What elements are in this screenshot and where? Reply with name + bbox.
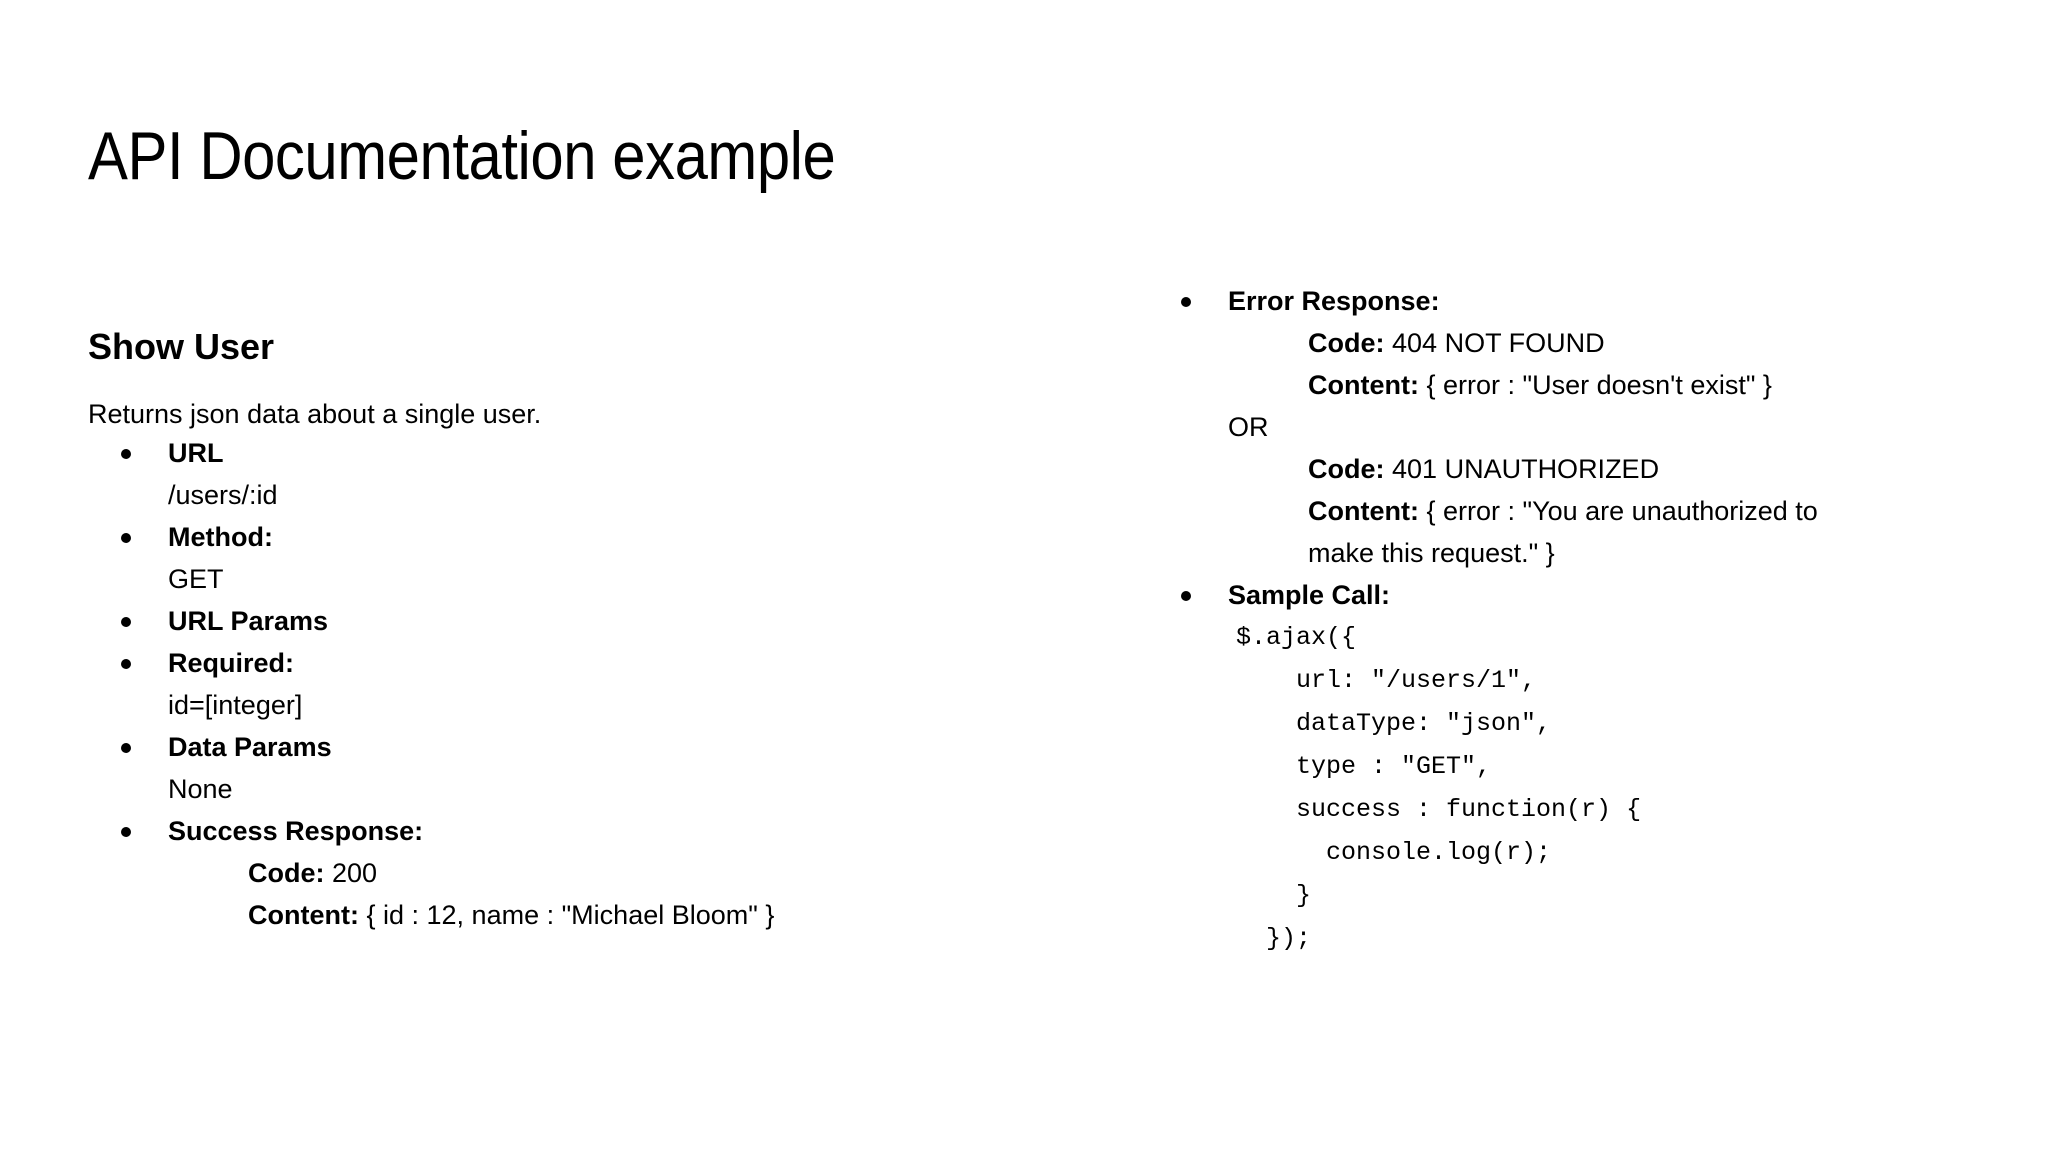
endpoint-detail-list: URL /users/:id Method: GET URL Params Re… <box>88 432 1028 936</box>
left-column: Show User Returns json data about a sing… <box>88 325 1028 936</box>
endpoint-description: Returns json data about a single user. <box>88 398 542 429</box>
list-item-label: URL <box>168 438 224 468</box>
list-item-value-method: GET <box>168 564 224 594</box>
response-detail-list: Error Response: Code: 404 NOT FOUND Cont… <box>1148 280 1978 960</box>
content-label: Content: <box>248 900 359 930</box>
code-label: Code: <box>248 858 325 888</box>
bullet-icon <box>121 533 131 543</box>
error-401-content-continued: make this request." } <box>1308 538 1555 568</box>
list-item-label: Method: <box>168 522 273 552</box>
right-column: Error Response: Code: 404 NOT FOUND Cont… <box>1148 280 1978 960</box>
error-401-code: Code: 401 UNAUTHORIZED <box>1148 448 1978 490</box>
error-404-code: Code: 404 NOT FOUND <box>1148 322 1978 364</box>
success-response-code: Code: 200 <box>88 852 1028 894</box>
code-value: 401 UNAUTHORIZED <box>1392 454 1660 484</box>
error-response-separator: OR <box>1228 412 1269 442</box>
bullet-icon <box>121 617 131 627</box>
list-item-sample-call: Sample Call: <box>1148 574 1978 616</box>
bullet-icon <box>1181 591 1191 601</box>
list-item-url: URL <box>88 432 1028 474</box>
list-item-url-params: URL Params <box>88 600 1028 642</box>
bullet-icon <box>121 449 131 459</box>
code-label: Code: <box>1308 328 1385 358</box>
page-title: API Documentation example <box>88 118 836 194</box>
error-404-content: Content: { error : "User doesn't exist" … <box>1148 364 1978 406</box>
code-value: 404 NOT FOUND <box>1392 328 1605 358</box>
list-item-label: Success Response: <box>168 816 424 846</box>
list-item-label: Sample Call: <box>1228 580 1391 610</box>
success-response-content: Content: { id : 12, name : "Michael Bloo… <box>88 894 1028 936</box>
section-heading-show-user: Show User <box>88 326 275 367</box>
list-item-label: Data Params <box>168 732 332 762</box>
list-item-method: Method: <box>88 516 1028 558</box>
error-401-content: Content: { error : "You are unauthorized… <box>1148 490 1978 532</box>
list-item-value-data-params: None <box>168 774 233 804</box>
code-value: 200 <box>332 858 378 888</box>
content-value: { error : "You are unauthorized to <box>1426 496 1818 526</box>
list-item-value-required: id=[integer] <box>168 690 303 720</box>
list-item-label: URL Params <box>168 606 329 636</box>
bullet-icon <box>121 743 131 753</box>
bullet-icon <box>1181 297 1191 307</box>
list-item-data-params: Data Params <box>88 726 1028 768</box>
list-item-value-url: /users/:id <box>168 480 278 510</box>
list-item-success-response: Success Response: <box>88 810 1028 852</box>
content-label: Content: <box>1308 370 1419 400</box>
bullet-icon <box>121 659 131 669</box>
list-item-required: Required: <box>88 642 1028 684</box>
content-value: { id : 12, name : "Michael Bloom" } <box>366 900 775 930</box>
content-label: Content: <box>1308 496 1419 526</box>
list-item-label: Required: <box>168 648 295 678</box>
code-label: Code: <box>1308 454 1385 484</box>
sample-call-code-block: $.ajax({ url: "/users/1", dataType: "jso… <box>1236 623 1642 953</box>
list-item-label: Error Response: <box>1228 286 1440 316</box>
list-item-error-response: Error Response: <box>1148 280 1978 322</box>
bullet-icon <box>121 827 131 837</box>
content-value: { error : "User doesn't exist" } <box>1426 370 1772 400</box>
